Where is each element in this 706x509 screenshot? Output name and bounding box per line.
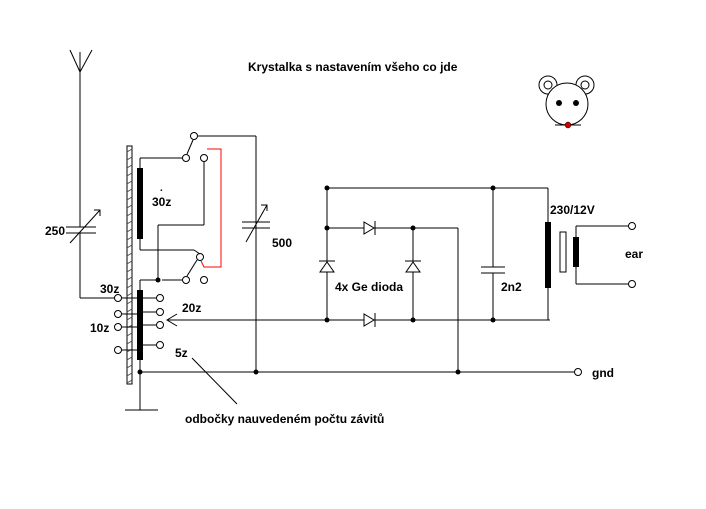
filter-cap-label: 2n2 — [501, 280, 522, 294]
mouse-icon — [538, 75, 595, 129]
filter-capacitor — [481, 188, 505, 320]
taps-note: odbočky nauvedeném počtu závitů — [185, 412, 384, 426]
antenna-symbol — [69, 49, 93, 190]
tuning-capacitor-250 — [66, 190, 118, 299]
right-tap-terminals — [143, 294, 164, 349]
tap-30z-label: 30z — [100, 282, 119, 296]
ground-label: gnd — [592, 366, 614, 380]
switch-upper — [157, 132, 257, 372]
tap-10z-label: 10z — [90, 321, 109, 335]
ground-terminal — [574, 368, 582, 376]
diode-bridge-label: 4x Ge dioda — [335, 280, 403, 294]
left-tap-terminals — [114, 294, 137, 354]
diagram-title: Krystalka s nastavením všeho co jde — [248, 60, 458, 74]
tuning-capacitor-500 — [242, 204, 270, 243]
ferrite-rod — [126, 145, 133, 385]
cap-250-label: 250 — [45, 224, 65, 238]
diode-bridge — [319, 185, 548, 372]
tap-selector-arrow — [166, 313, 178, 327]
svg-text:.: . — [160, 183, 163, 194]
jumper-wire — [200, 148, 222, 268]
switch-lower — [162, 249, 208, 284]
earphone-label: ear — [625, 247, 643, 261]
upper-coil-30z: . — [137, 157, 194, 290]
tap-20z-label: 20z — [182, 301, 201, 315]
cap-500-label: 500 — [272, 236, 292, 250]
tap-5z-label: 5z — [175, 346, 188, 360]
note-pointer — [191, 357, 238, 405]
transformer-label: 230/12V — [550, 203, 595, 217]
upper-coil-label: 30z — [152, 195, 171, 209]
transformer — [545, 188, 636, 321]
ferrite-rod-hatch — [126, 148, 133, 384]
